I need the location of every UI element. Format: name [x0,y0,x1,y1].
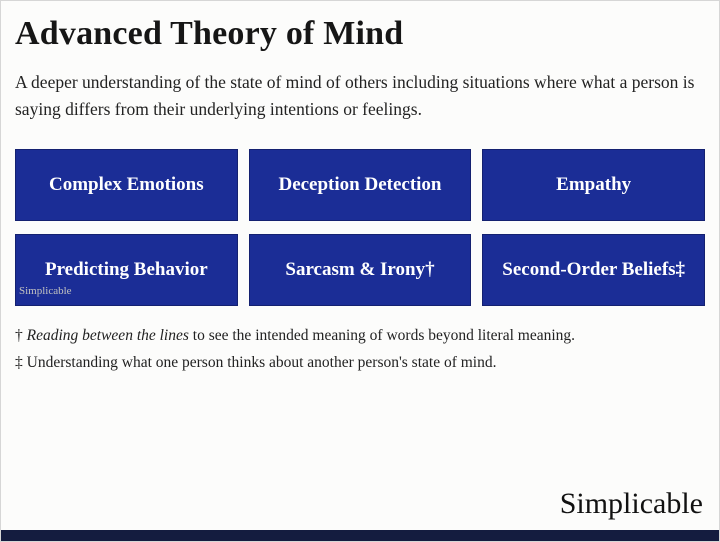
footnote-dagger-italic: Reading between the lines [26,327,189,345]
grid-cell-deception-detection: Deception Detection [248,149,472,222]
bottom-accent-bar [1,530,719,541]
footnote-double-dagger: ‡ Understanding what one person thinks a… [15,349,675,376]
footnote-dagger-rest: to see the intended meaning of words bey… [188,327,576,345]
page-title: Advanced Theory of Mind [15,15,404,52]
grid-cell-empathy: Empathy [482,149,705,222]
footnote-dagger-marker: † [15,327,27,345]
footnotes: † Reading between the lines to see the i… [15,322,675,376]
brand-logo-text: Simplicable [559,487,703,520]
footnote-double-dagger-marker: ‡ [15,354,27,372]
grid-cell-second-order-beliefs: Second-Order Beliefs‡ [482,234,705,307]
description-text: A deeper understanding of the state of m… [15,72,695,120]
grid-cell-predicting-behavior: Predicting Behavior [15,234,238,307]
grid-cell-complex-emotions: Complex Emotions [15,149,238,222]
footnote-dagger: † Reading between the lines to see the i… [15,322,675,349]
grid-cell-sarcasm-irony: Sarcasm & Irony† [248,234,472,307]
concept-grid: Complex Emotions Deception Detection Emp… [15,149,705,307]
footnote-double-dagger-rest: Understanding what one person thinks abo… [26,354,497,372]
